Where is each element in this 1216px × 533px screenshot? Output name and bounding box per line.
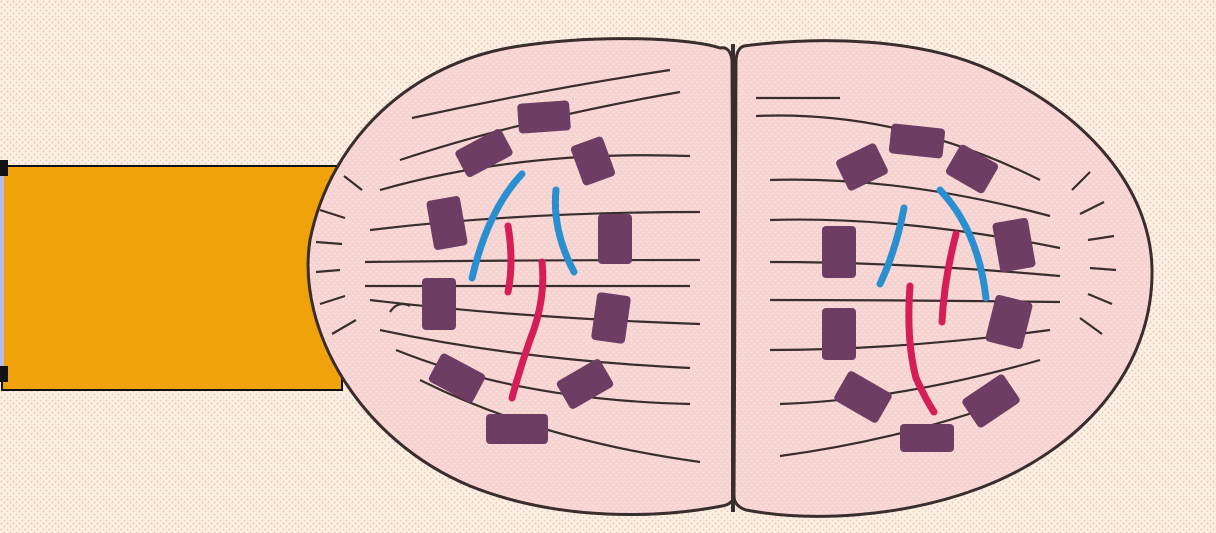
label-bar	[0, 160, 342, 390]
